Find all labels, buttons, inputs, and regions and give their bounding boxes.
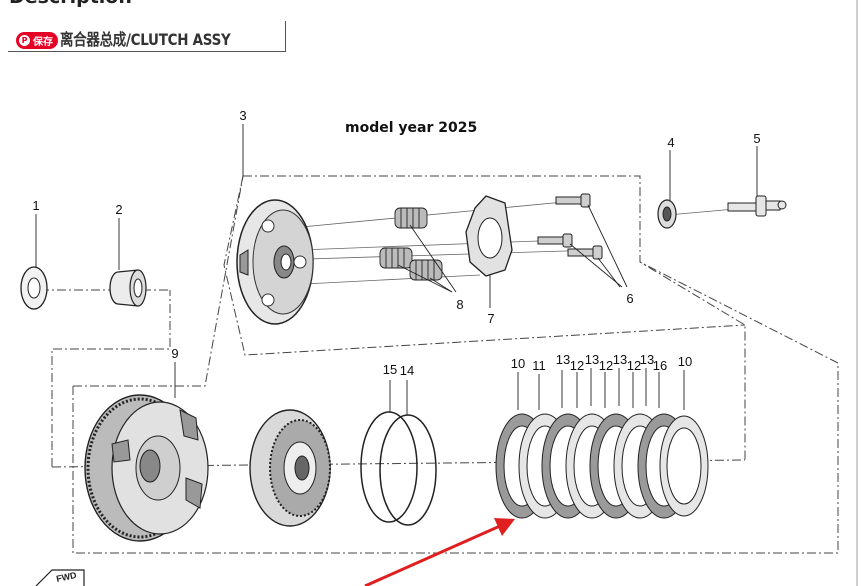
save-button[interactable]: P 保存 bbox=[16, 32, 58, 49]
callout-2: 2 bbox=[115, 202, 122, 217]
callout-4: 4 bbox=[667, 135, 674, 150]
callout-leaders bbox=[35, 124, 758, 415]
callout-12-b: 12 bbox=[599, 358, 613, 373]
callout-5: 5 bbox=[753, 131, 760, 146]
washer-1 bbox=[20, 266, 48, 310]
red-arrow bbox=[364, 518, 515, 586]
callout-13-d: 13 bbox=[640, 352, 654, 367]
pin-icon: P bbox=[19, 35, 30, 46]
callout-13-c: 13 bbox=[613, 352, 627, 367]
pressure-plate-3 bbox=[236, 199, 314, 325]
callout-12-c: 12 bbox=[627, 358, 641, 373]
fwd-label: FWD bbox=[55, 570, 78, 584]
callout-10-a: 10 bbox=[511, 356, 525, 371]
o-rings-14-15 bbox=[360, 411, 437, 526]
title-box bbox=[8, 21, 286, 52]
callout-9: 9 bbox=[171, 346, 178, 361]
save-button-label: 保存 bbox=[33, 37, 53, 48]
pushrod-5 bbox=[727, 195, 787, 217]
lifter-plate-7 bbox=[465, 195, 513, 277]
callout-3: 3 bbox=[239, 108, 246, 123]
guide-lines bbox=[269, 199, 781, 286]
clutch-plates-stack bbox=[495, 413, 709, 519]
callout-14: 14 bbox=[400, 363, 414, 378]
bolts-6 bbox=[537, 193, 603, 260]
callout-12-a: 12 bbox=[570, 358, 584, 373]
callout-numbers: 1 2 3 4 5 6 7 8 9 10 11 13 12 13 12 13 1… bbox=[32, 108, 760, 378]
spring-coils bbox=[385, 208, 435, 280]
fwd-tag: FWD bbox=[35, 569, 85, 586]
lower-frame bbox=[72, 261, 839, 554]
callout-16: 16 bbox=[653, 358, 667, 373]
callout-8: 8 bbox=[456, 297, 463, 312]
callout-7: 7 bbox=[487, 311, 494, 326]
clutch-hub bbox=[249, 409, 331, 527]
assembly-title: 离合器总成/CLUTCH ASSY bbox=[60, 30, 231, 49]
callout-13-a: 13 bbox=[556, 352, 570, 367]
callout-1: 1 bbox=[32, 198, 39, 213]
callout-13-b: 13 bbox=[585, 352, 599, 367]
bearing-4 bbox=[657, 199, 677, 229]
callout-6: 6 bbox=[626, 291, 633, 306]
clutch-basket-9 bbox=[84, 394, 209, 542]
callout-11: 11 bbox=[532, 358, 546, 373]
left-bracket bbox=[51, 290, 171, 467]
page-right-border bbox=[856, 0, 858, 586]
model-year-note: model year 2025 bbox=[345, 120, 478, 136]
bushing-2 bbox=[109, 269, 147, 307]
callout-15: 15 bbox=[383, 362, 397, 377]
upper-group-outline-left bbox=[223, 175, 746, 356]
callout-10-b: 10 bbox=[678, 354, 692, 369]
lower-group-outline bbox=[73, 175, 244, 387]
section-heading: Description bbox=[9, 0, 132, 8]
